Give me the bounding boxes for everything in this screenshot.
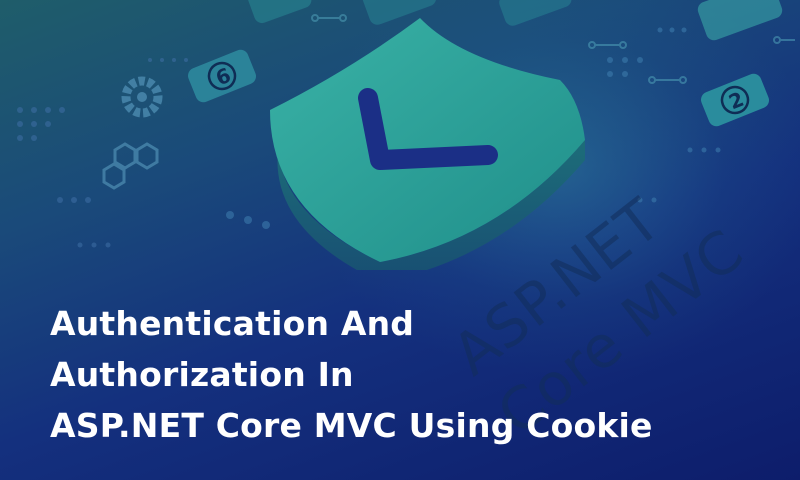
headline-line-3: ASP.NET Core MVC Using Cookie bbox=[50, 406, 653, 445]
badge-6-icon bbox=[188, 49, 256, 103]
headline-line-2: Authorization In bbox=[50, 355, 354, 394]
checkmark-icon bbox=[358, 88, 498, 170]
headline-line-1: Authentication And bbox=[50, 304, 415, 343]
hexagon-icon bbox=[102, 142, 159, 190]
badge-2-icon bbox=[701, 73, 769, 127]
shield-icon bbox=[270, 18, 585, 270]
pie-segment-icon bbox=[121, 76, 163, 118]
banner-headline: Authentication And Authorization In ASP.… bbox=[50, 298, 653, 451]
